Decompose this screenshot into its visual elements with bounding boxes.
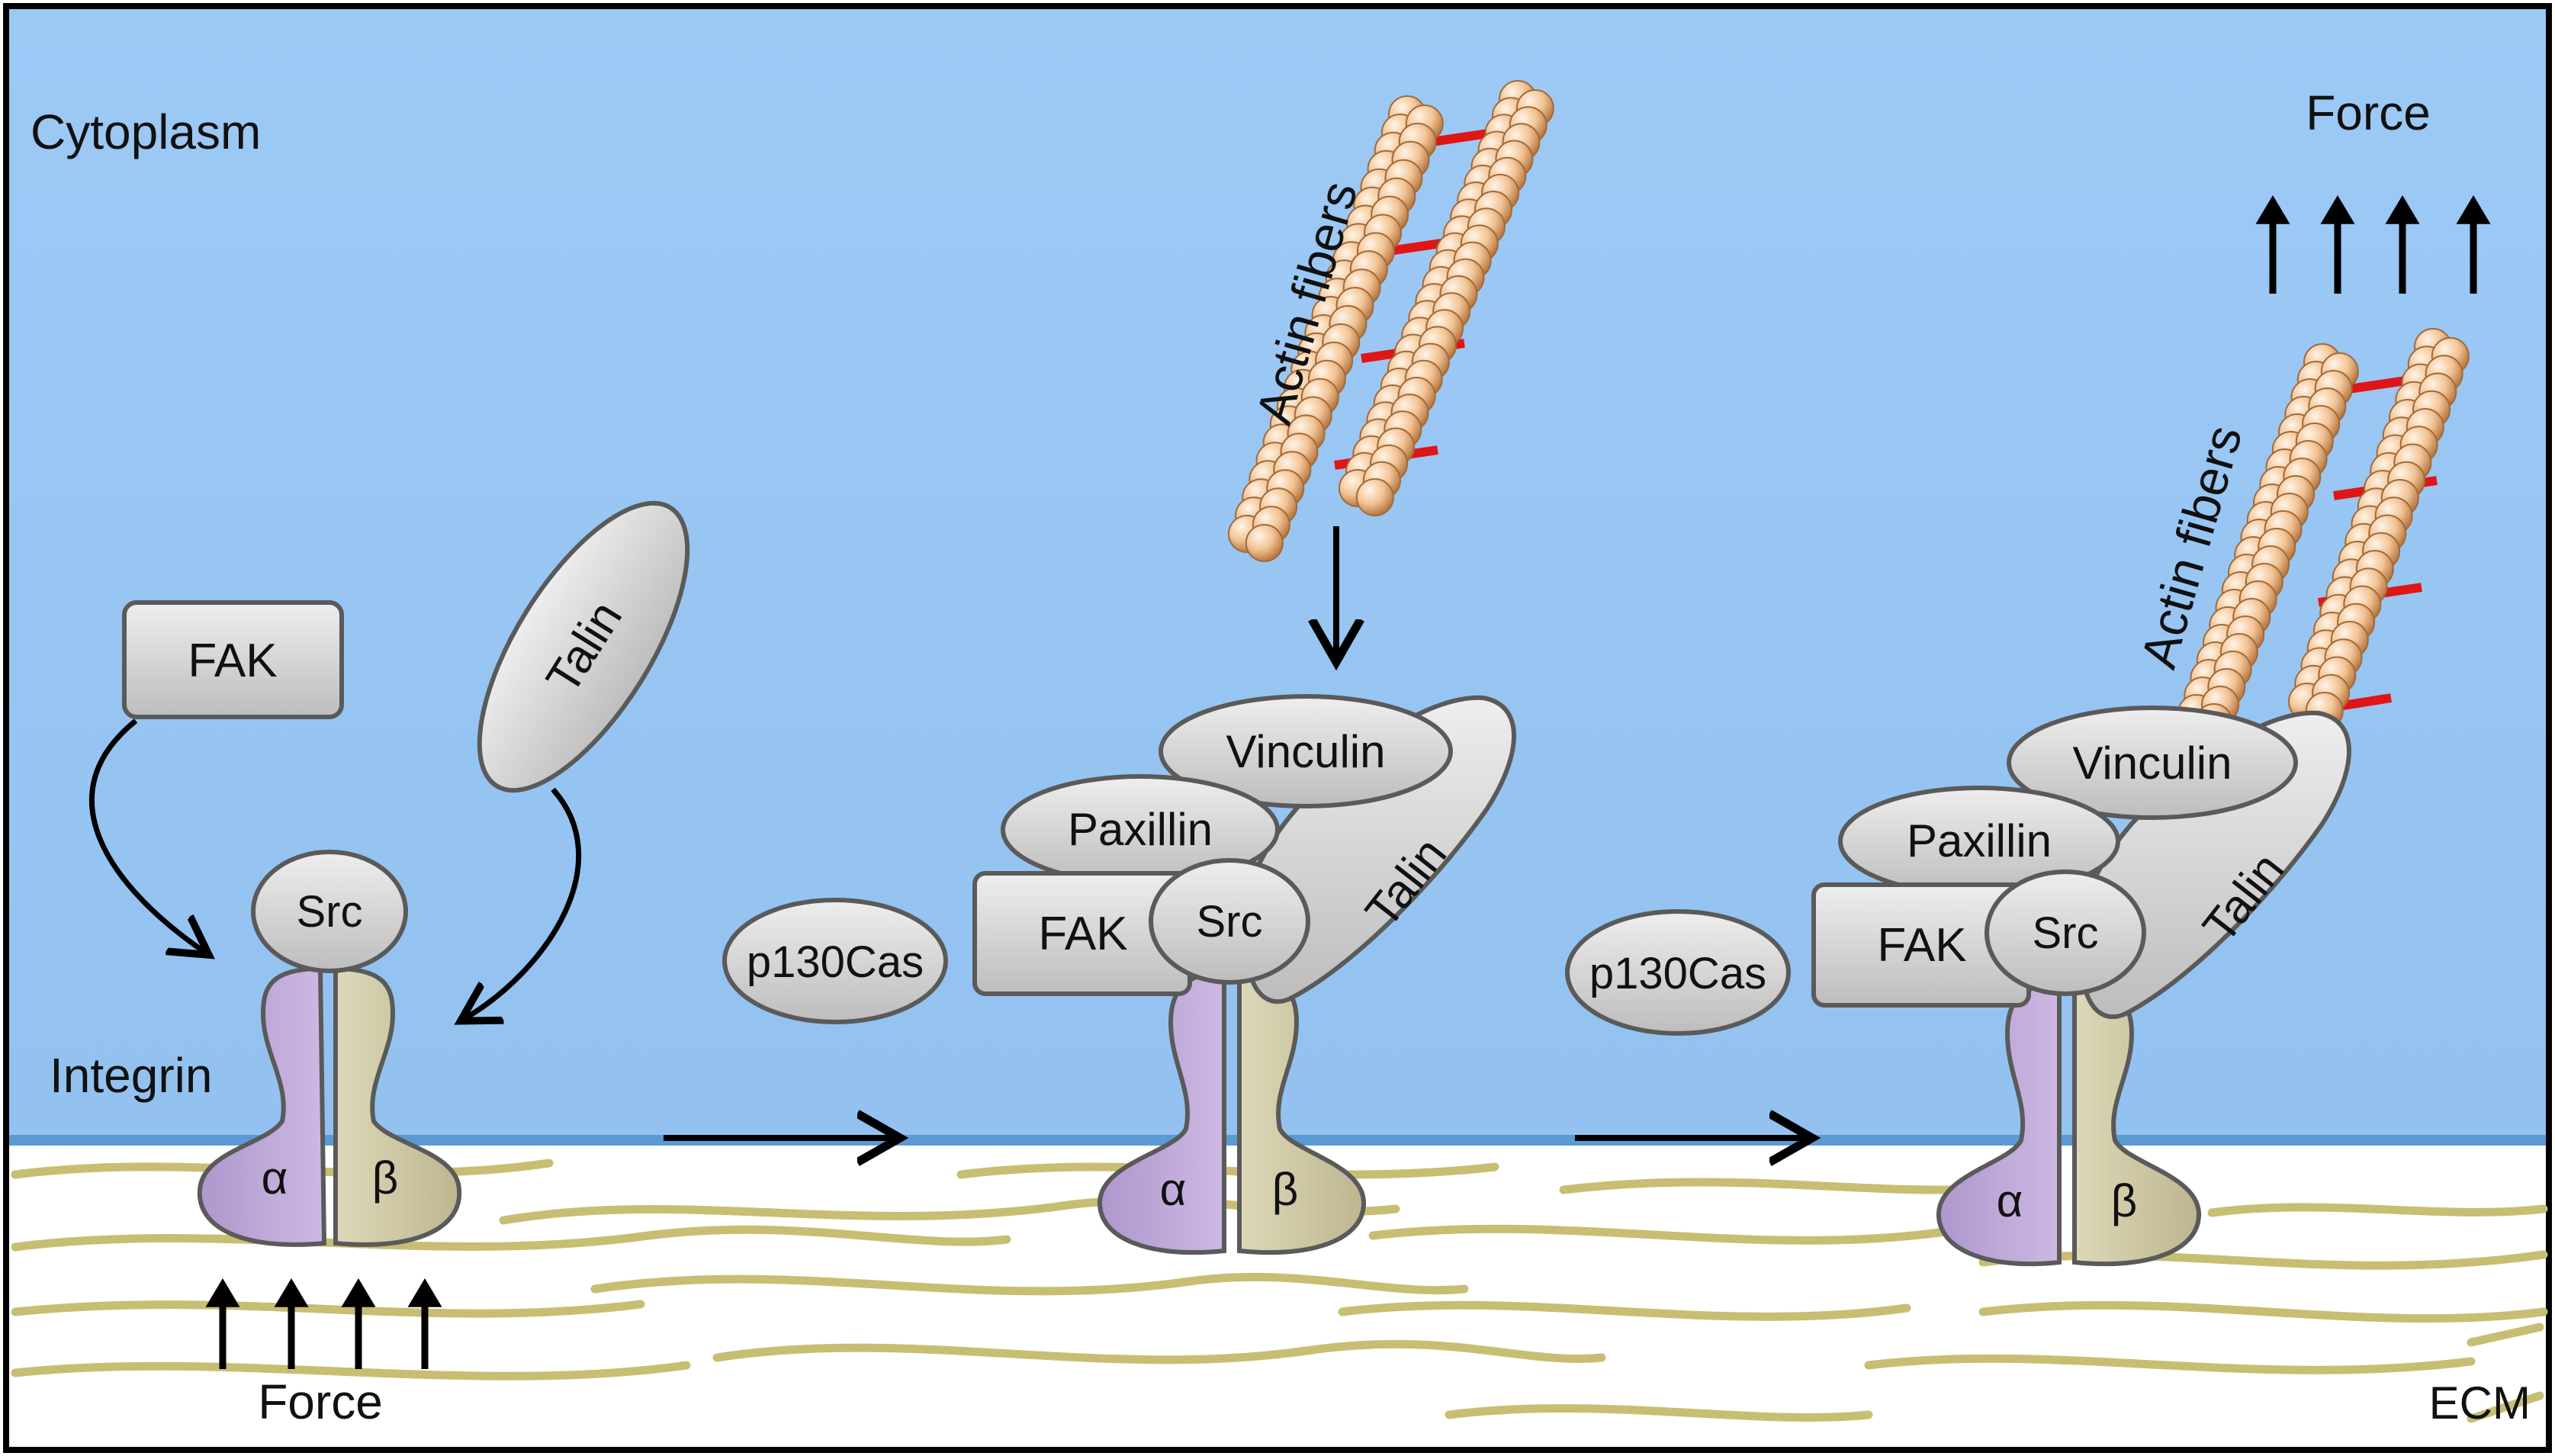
vinculin-label-2: Vinculin — [1226, 726, 1385, 777]
src-label-3: Src — [2033, 908, 2099, 958]
p130cas-label-2: p130Cas — [747, 937, 924, 987]
cytoplasm-label: Cytoplasm — [31, 104, 261, 159]
integrin-beta-3 — [2072, 981, 2202, 1267]
actin-bead — [1245, 524, 1284, 562]
beta-label-3: β — [2111, 1175, 2138, 1226]
alpha-label-1: α — [262, 1152, 288, 1204]
paxillin-label-3: Paxillin — [1907, 815, 2052, 866]
alpha-label-2: α — [1160, 1164, 1187, 1215]
integrin-beta-1 — [333, 966, 462, 1247]
alpha-label-3: α — [1997, 1175, 2023, 1226]
force-arrows-bottom — [205, 1278, 442, 1369]
integrin-label: Integrin — [50, 1048, 212, 1103]
fak-protein-1 — [122, 600, 344, 719]
actin-bead — [1355, 478, 1394, 516]
src-protein-2 — [1149, 858, 1310, 985]
src-label-2: Src — [1197, 897, 1263, 947]
src-protein-1 — [251, 850, 408, 973]
vinculin-protein-2 — [1159, 694, 1453, 808]
vinculin-label-3: Vinculin — [2072, 738, 2232, 789]
actin-fibers-2 — [1228, 80, 1554, 562]
beta-label-2: β — [1272, 1164, 1299, 1215]
force-label-bottom: Force — [258, 1374, 383, 1429]
fak-label-3: FAK — [1877, 919, 1966, 972]
arrow-talin-to-integrin — [465, 787, 582, 1018]
src-label-1: Src — [297, 887, 363, 937]
force-label-top: Force — [2306, 85, 2431, 140]
arrow-fak-to-integrin — [89, 718, 204, 952]
integrin-alpha-1 — [197, 966, 327, 1247]
stage-2: Actin fibers α β Talin Vinculin Paxillin… — [722, 80, 1554, 1255]
fak-label-2: FAK — [1038, 908, 1127, 960]
vinculin-protein-3 — [2007, 706, 2298, 820]
beta-label-1: β — [372, 1152, 399, 1204]
integrin-alpha-2 — [1097, 969, 1226, 1255]
ecm-label: ECM — [2429, 1377, 2531, 1429]
src-protein-3 — [1985, 869, 2146, 996]
force-arrows-top — [2255, 195, 2491, 294]
fak-label-1: FAK — [188, 635, 277, 687]
integrin-beta-2 — [1237, 969, 1367, 1255]
p130cas-protein-3 — [1565, 909, 1791, 1036]
talin-protein-1 — [477, 500, 690, 793]
integrin-alpha-3 — [1936, 981, 2062, 1267]
p130cas-protein-2 — [722, 898, 948, 1024]
paxillin-label-2: Paxillin — [1068, 804, 1213, 855]
stage-1: α β Src FAK Talin — [89, 500, 690, 1369]
p130cas-label-3: p130Cas — [1589, 949, 1766, 998]
